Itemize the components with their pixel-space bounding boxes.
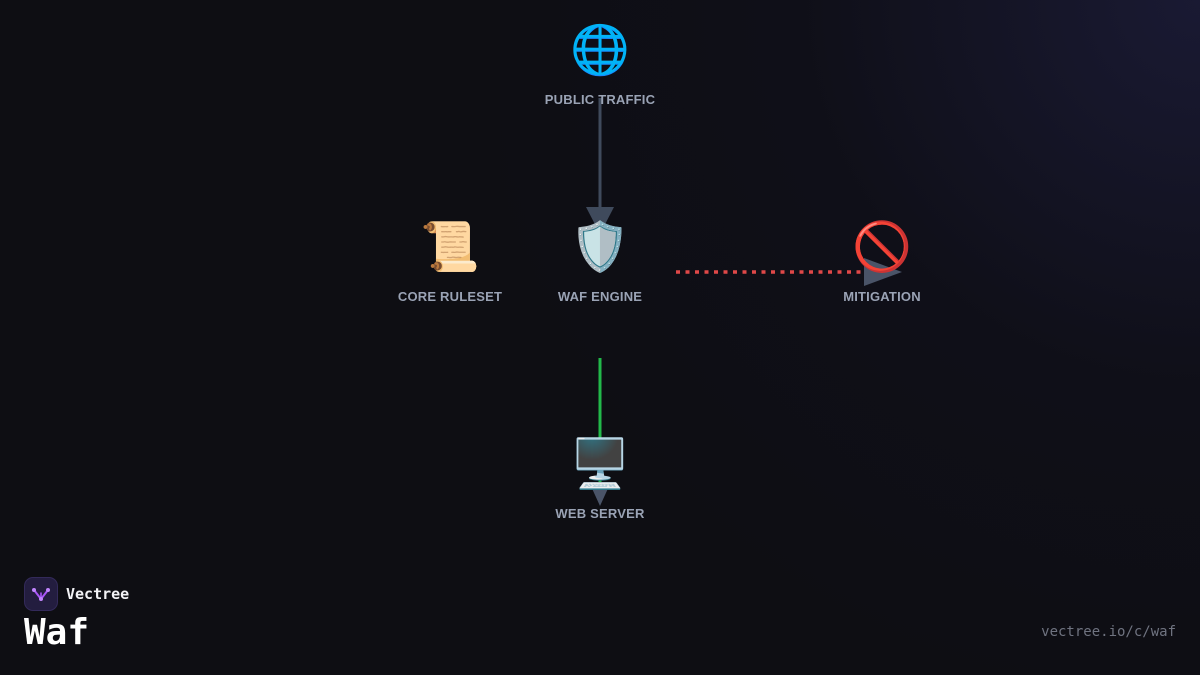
node-label-mitigation: MITIGATION bbox=[843, 289, 921, 304]
node-label-waf-engine: WAF ENGINE bbox=[557, 289, 643, 304]
node-label-core-ruleset: CORE RULESET bbox=[397, 289, 503, 304]
node-waf-engine[interactable]: 🛡️ WAF ENGINE bbox=[520, 219, 680, 304]
page-title: Waf bbox=[24, 612, 90, 653]
node-label-web-server: WEB SERVER bbox=[555, 506, 645, 521]
arrowhead-mitigation bbox=[864, 258, 902, 286]
arrowhead-web-server bbox=[590, 484, 610, 506]
vectree-logo-icon bbox=[24, 577, 58, 611]
node-label-public-traffic: PUBLIC TRAFFIC bbox=[544, 92, 656, 107]
globe-icon: 🌐 bbox=[570, 22, 630, 78]
scroll-icon: 📜 bbox=[420, 219, 480, 275]
node-public-traffic[interactable]: 🌐 PUBLIC TRAFFIC bbox=[520, 22, 680, 107]
arrowhead-waf-engine bbox=[586, 207, 614, 234]
brand[interactable]: Vectree bbox=[24, 577, 129, 611]
node-web-server[interactable]: 🖥️ WEB SERVER bbox=[520, 436, 680, 521]
node-mitigation[interactable]: 🚫 MITIGATION bbox=[802, 219, 962, 304]
brand-name: Vectree bbox=[66, 585, 130, 603]
desktop-computer-icon: 🖥️ bbox=[570, 436, 630, 492]
page-url[interactable]: vectree.io/c/waf bbox=[1041, 624, 1176, 640]
node-core-ruleset[interactable]: 📜 CORE RULESET bbox=[370, 219, 530, 304]
prohibited-icon: 🚫 bbox=[852, 219, 912, 275]
shield-icon: 🛡️ bbox=[570, 219, 630, 275]
